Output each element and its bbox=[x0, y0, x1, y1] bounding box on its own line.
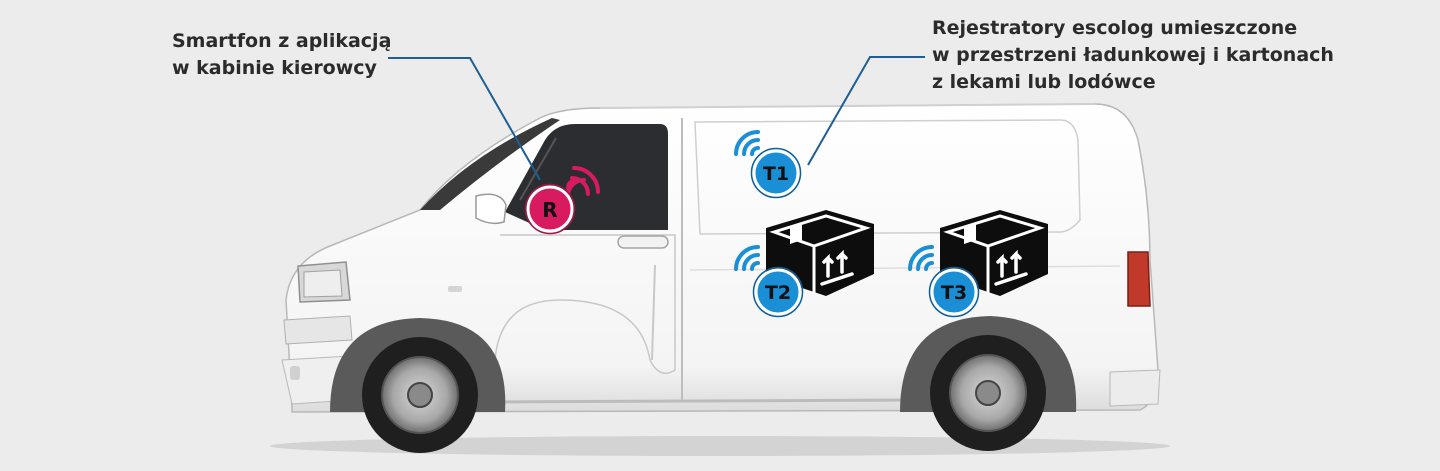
door-handle bbox=[617, 235, 669, 249]
van-body bbox=[281, 103, 1161, 413]
tail-light bbox=[1127, 251, 1151, 307]
receiver-badge: R bbox=[524, 183, 576, 235]
loggers-label-line-2: w przestrzeni ładunkowej i kartonach bbox=[932, 44, 1334, 66]
rear-wheel bbox=[930, 335, 1046, 451]
logger-badge-t3-label: T3 bbox=[941, 282, 967, 304]
receiver-badge-label: R bbox=[542, 198, 557, 222]
van-shadow bbox=[270, 436, 1170, 456]
smartphone-label-line-2: w kabinie kierowcy bbox=[172, 57, 377, 79]
logger-badge-t2-label: T2 bbox=[765, 282, 791, 304]
front-wheel bbox=[362, 337, 478, 453]
smartphone-label: Smartfon z aplikacją w kabinie kierowcy bbox=[172, 28, 391, 82]
smartphone-label-line-1: Smartfon z aplikacją bbox=[172, 30, 392, 52]
phone-leader-line bbox=[388, 57, 541, 181]
loggers-leader-line bbox=[807, 56, 925, 166]
logger-badge-t1: T1 bbox=[750, 147, 802, 199]
windshield bbox=[420, 118, 560, 210]
logger-badge-t2: T2 bbox=[752, 266, 804, 318]
logger-badge-t1-label: T1 bbox=[763, 163, 789, 185]
logger-badge-t3: T3 bbox=[928, 266, 980, 318]
loggers-label-line-3: z lekami lub lodówce bbox=[932, 71, 1156, 93]
side-mirror bbox=[475, 193, 507, 225]
loggers-label: Rejestratory escolog umieszczone w przes… bbox=[932, 15, 1334, 96]
receiver-wifi-icon bbox=[566, 166, 600, 198]
loggers-label-line-1: Rejestratory escolog umieszczone bbox=[932, 17, 1298, 39]
